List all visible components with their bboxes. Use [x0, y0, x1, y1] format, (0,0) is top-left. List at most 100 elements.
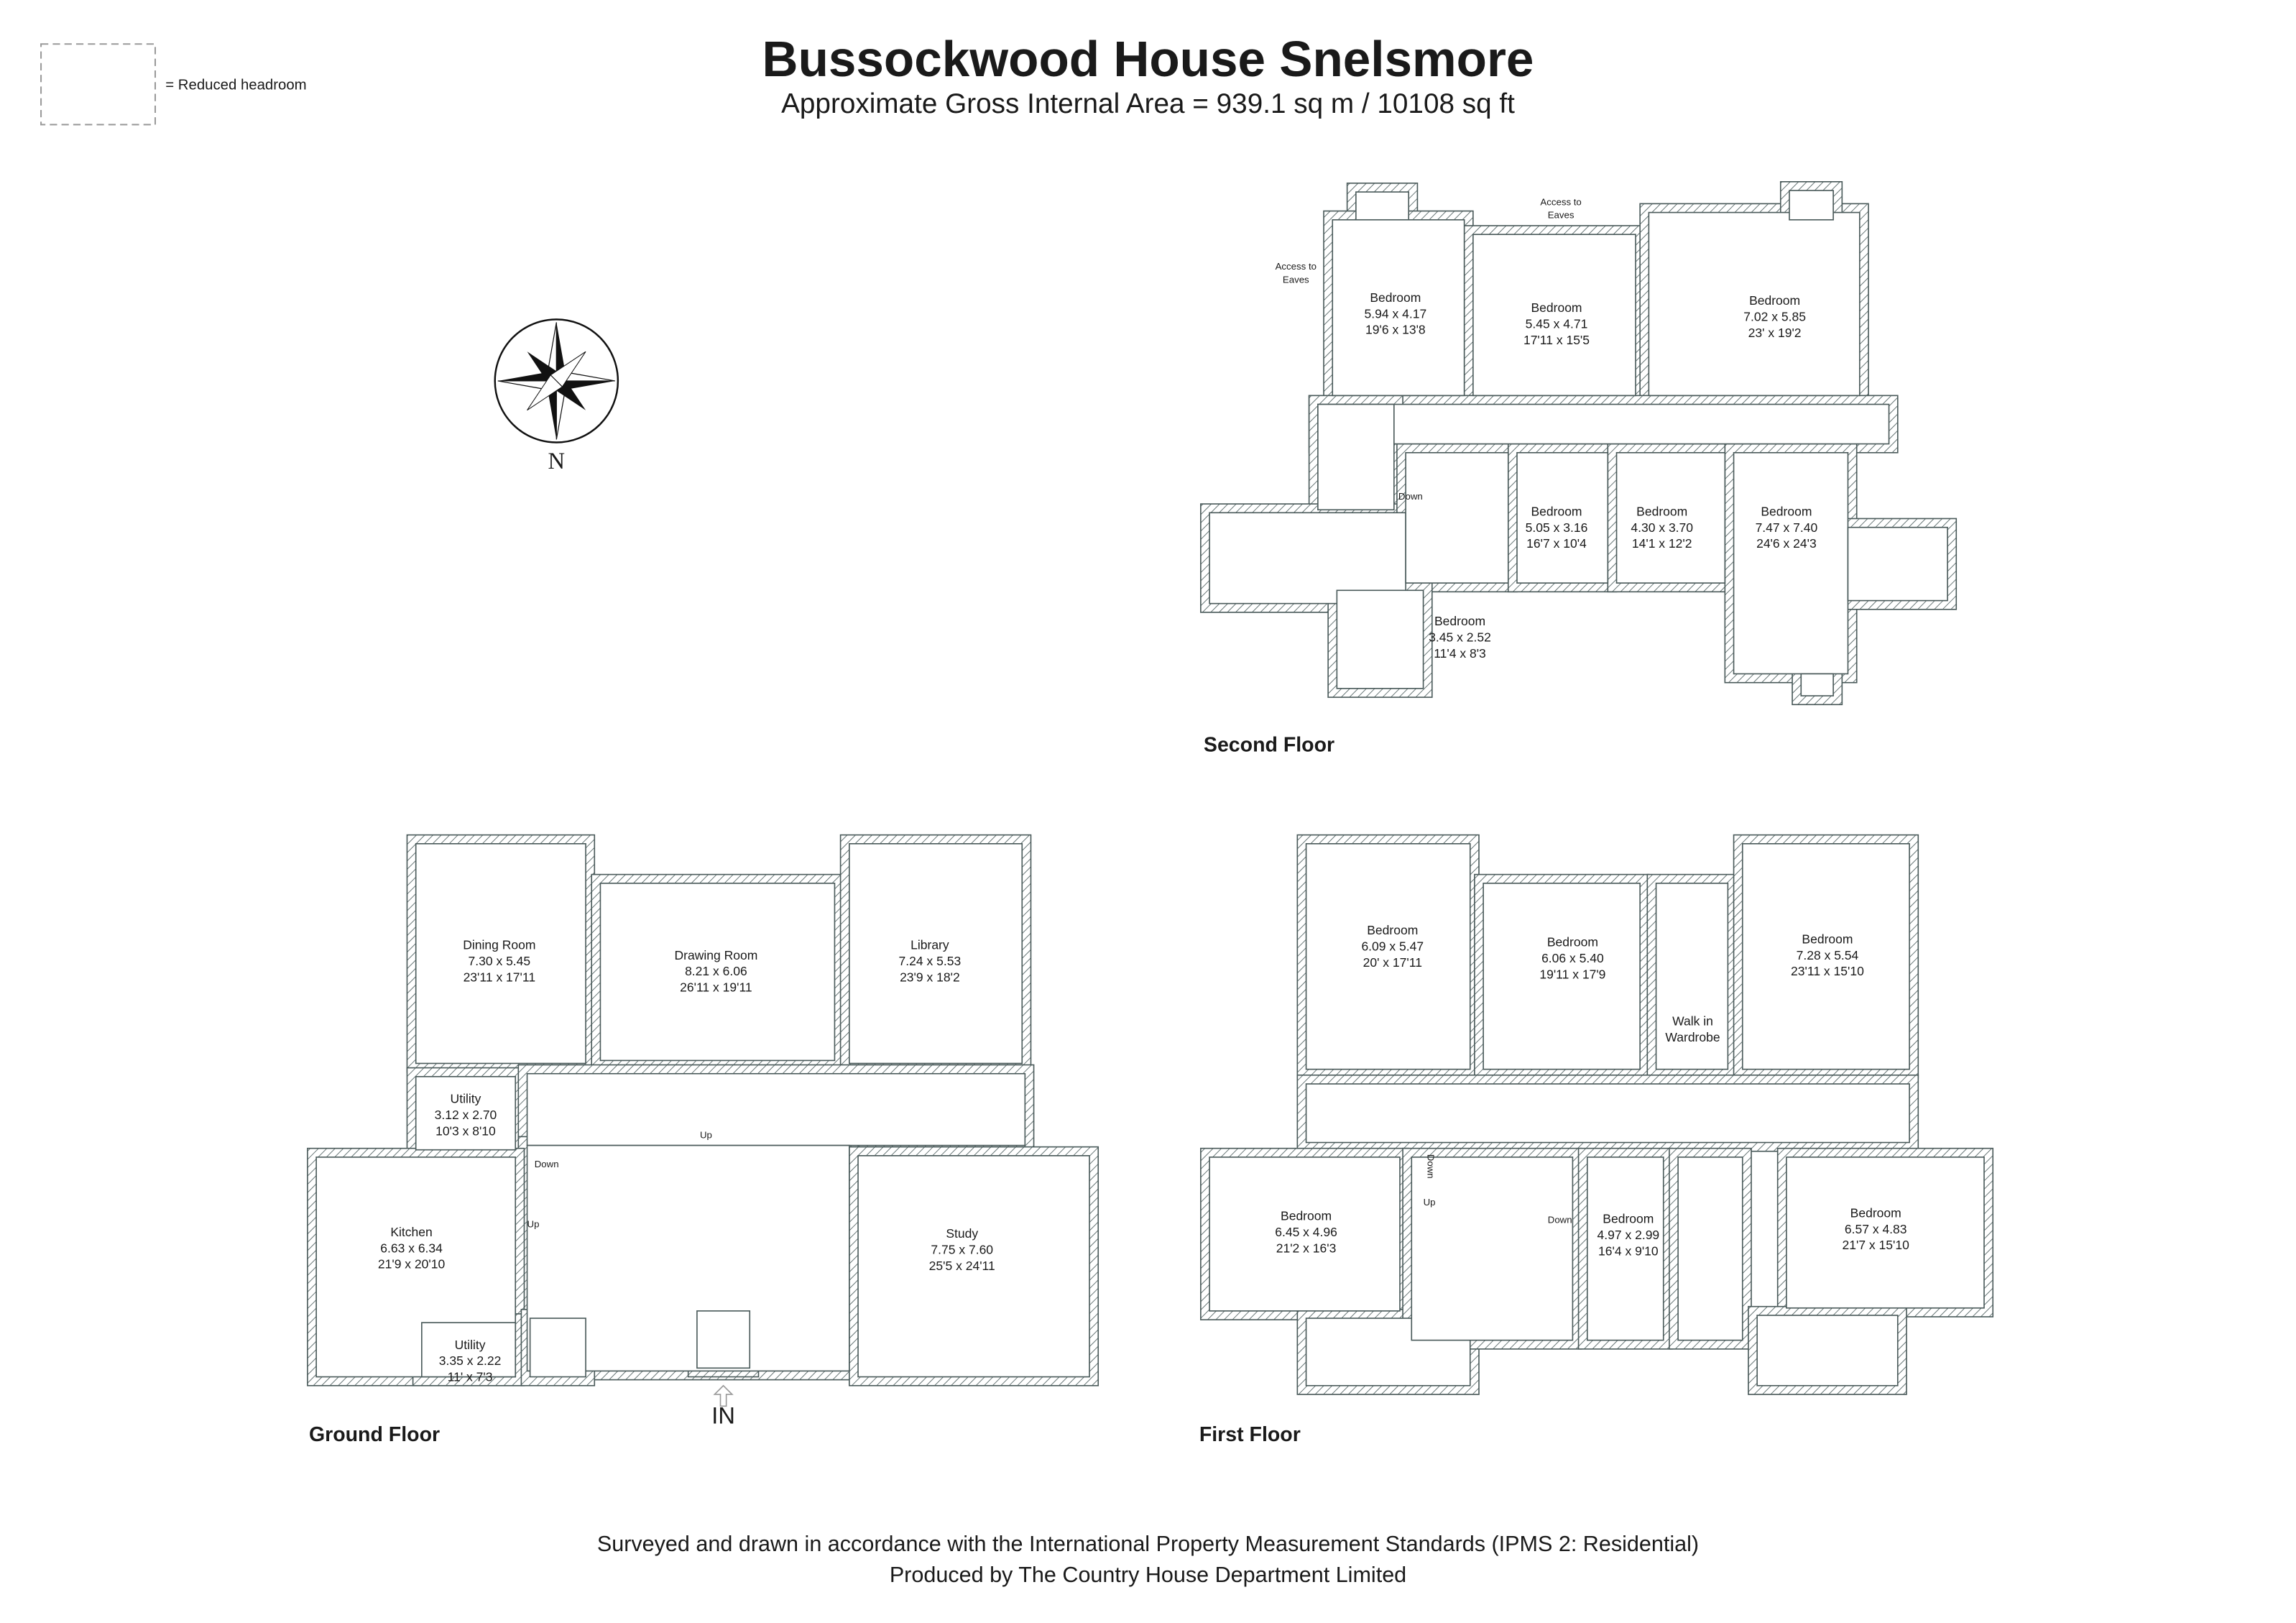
room-floor: [529, 1318, 586, 1378]
room-floor: [1586, 1157, 1664, 1341]
legend-label: = Reduced headroom: [165, 77, 306, 93]
room-floor: [849, 843, 1023, 1065]
second-floor-plan: [1200, 181, 1958, 706]
stairs-down-label: Down: [1398, 491, 1423, 502]
access-eaves-label: Access to: [1540, 196, 1581, 207]
entrance-arrow-icon: [713, 1384, 734, 1407]
room-floor: [1332, 219, 1465, 397]
page-title: Bussockwood House Snelsmore: [762, 31, 1534, 87]
room-floor: [1317, 403, 1395, 511]
footer-line-1: Surveyed and drawn in accordance with th…: [597, 1532, 1699, 1556]
room-floor: [1355, 191, 1410, 221]
floor-label-ground: Ground Floor: [309, 1423, 440, 1446]
stairs-up-label: Up: [700, 1129, 712, 1140]
room-floor: [1677, 1157, 1743, 1341]
room-floor: [1405, 451, 1509, 584]
floor-label-second: Second Floor: [1204, 733, 1334, 756]
footer-line-2: Produced by The Country House Department…: [890, 1563, 1406, 1587]
room-floor: [1411, 1157, 1574, 1341]
compass-north-label: N: [548, 449, 566, 474]
stairs-up-label: Up: [1424, 1197, 1436, 1208]
entrance-label: IN: [711, 1402, 735, 1429]
compass-rose-icon: [494, 318, 619, 443]
room-floor: [1516, 451, 1609, 584]
stairs-down-label: Down: [535, 1159, 559, 1169]
room-floor: [1209, 1157, 1401, 1312]
room-floor: [1756, 1315, 1899, 1387]
floor-label-first: First Floor: [1199, 1423, 1301, 1446]
room-floor: [1733, 451, 1849, 675]
room-floor: [1800, 673, 1834, 696]
stairs-up-label: Up: [527, 1219, 540, 1230]
room-floor: [1483, 883, 1641, 1070]
room-floor: [1786, 1157, 1985, 1309]
reduced-headroom-swatch: [40, 43, 157, 126]
room-floor: [1317, 403, 1890, 445]
access-eaves-label: Access to: [1276, 261, 1317, 272]
room-floor: [526, 1072, 1026, 1146]
room-floor: [1305, 843, 1471, 1070]
room-floor: [1209, 512, 1406, 604]
room-floor: [415, 843, 586, 1065]
room-floor: [1336, 589, 1424, 689]
access-eaves-label: Eaves: [1548, 210, 1575, 221]
stairs-down-label: Down: [1548, 1215, 1572, 1226]
room-floor: [599, 883, 836, 1062]
room-floor: [1789, 190, 1834, 221]
stairs-down-label: Down: [1426, 1154, 1437, 1179]
access-eaves-label: Eaves: [1283, 274, 1309, 285]
page-subtitle: Approximate Gross Internal Area = 939.1 …: [781, 88, 1515, 119]
room-floor: [1648, 211, 1861, 397]
room-floor: [415, 1075, 517, 1151]
room-floor: [1472, 234, 1636, 397]
second-floor-labels: Access to Eaves Access to Eaves Down: [1276, 196, 1582, 502]
room-floor: [857, 1155, 1090, 1378]
room-floor: [696, 1310, 751, 1369]
legend: = Reduced headroom: [40, 43, 307, 126]
first-floor-plan: [1200, 834, 1994, 1395]
room-floor: [1615, 451, 1726, 584]
room-floor: [1655, 883, 1729, 1070]
room-floor: [421, 1322, 517, 1378]
ground-floor-plan: [307, 834, 1099, 1387]
